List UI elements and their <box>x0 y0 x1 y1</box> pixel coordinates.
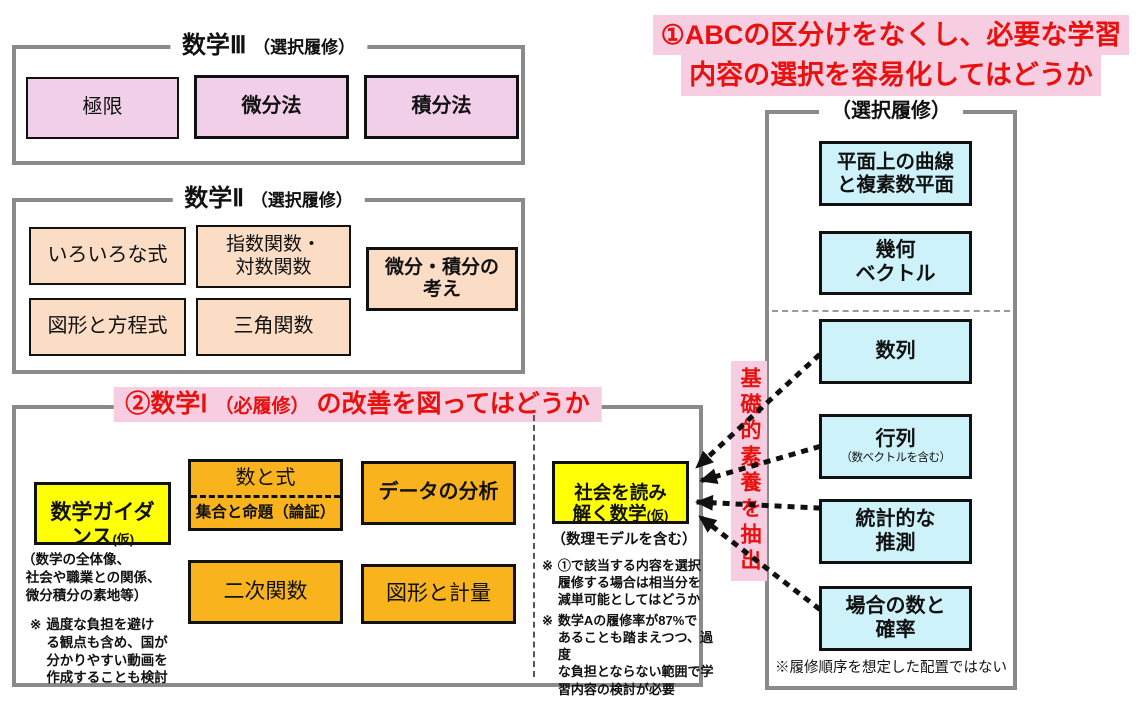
math-guidance-note: ※ 過度な負担を避け る観点も含め、国が 分かりやすい動画を 作成することも検討 <box>30 616 198 687</box>
shakai-note-2: ※ 数学Aの履修率が87%で あることも踏まえつつ、過度 な負担とならない範囲で… <box>542 612 714 698</box>
proposal2-part3: の改善を図ってはどうか <box>316 390 590 418</box>
math1-dashed-divider <box>533 415 535 677</box>
math-guidance-label: 数学ガイダ ンス <box>50 501 155 549</box>
elective-panel-title: （選択履修） <box>819 99 963 123</box>
topic-bibunho: 微分法 <box>194 75 349 139</box>
topic-zukei-hoteishiki: 図形と方程式 <box>29 298 186 356</box>
math2-subtitle: （選択履修） <box>250 191 353 210</box>
note-mark: ※ <box>542 558 553 573</box>
math3-title-text: 数学Ⅲ <box>181 32 247 59</box>
math2-frame: 数学Ⅱ （選択履修） いろいろな式 指数関数・ 対数関数 微分・積分の 考え 図… <box>12 185 525 374</box>
topic-math-guidance: 数学ガイダ ンス(仮) <box>34 482 171 549</box>
topic-heimen-kyokusen: 平面上の曲線 と複素数平面 <box>819 141 972 206</box>
topic-tokei-suisoku: 統計的な 推測 <box>819 499 972 564</box>
math2-title: 数学Ⅱ （選択履修） <box>172 185 365 214</box>
note-mark: ※ <box>30 617 42 632</box>
topic-sankaku-kansu: 三角関数 <box>196 298 351 356</box>
note-text: 過度な負担を避け る観点も含め、国が 分かりやすい動画を 作成することも検討 <box>46 617 168 686</box>
elective-panel-frame: （選択履修） 平面上の曲線 と複素数平面 幾何 ベクトル 数列 行列 （数ベクト… <box>765 99 1017 690</box>
math3-subtitle: （選択履修） <box>253 38 356 57</box>
shakai-sugaku-label: 社会を読み 解く数学 <box>572 481 667 525</box>
proposal1-line1: ①ABCの区分けをなくし、必要な学習 <box>652 15 1130 56</box>
math-guidance-kari: (仮) <box>112 531 135 547</box>
topic-iroirona-shiki: いろいろな式 <box>29 227 186 285</box>
gyoretsu-label: 行列 <box>875 427 916 450</box>
topic-zukei-keiryo: 図形と計量 <box>361 564 516 624</box>
topic-data-bunseki: データの分析 <box>361 461 516 525</box>
topic-suretsu: 数列 <box>819 319 972 384</box>
proposal2-part1: ②数学Ⅰ <box>125 390 208 418</box>
proposal1-line2: 内容の選択を容易化してはどうか <box>681 55 1101 96</box>
proposal2-part2: （必履修） <box>214 396 310 417</box>
topic-shisu-taisu-kansu: 指数関数・ 対数関数 <box>196 225 351 288</box>
shakai-note-1: ※ ①で該当する内容を選択 履修する場合は相当分を 減単可能としてはどうか <box>542 557 712 608</box>
topic-niji-kansu: 二次関数 <box>188 560 343 624</box>
math2-title-text: 数学Ⅱ <box>184 185 245 212</box>
gyoretsu-sub-label: （数ベクトルを含む） <box>840 451 952 464</box>
proposal1-heading: ①ABCの区分けをなくし、必要な学習 内容の選択を容易化してはどうか <box>650 15 1132 96</box>
elective-footnote: ※履修順序を想定した配置ではない <box>775 660 1007 676</box>
topic-kyokugen: 極限 <box>26 77 179 139</box>
note-mark: ※ <box>542 613 553 628</box>
topic-sekibunho: 積分法 <box>364 75 519 139</box>
math3-title: 数学Ⅲ （選択履修） <box>169 32 368 61</box>
proposal2-heading: ②数学Ⅰ （必履修） の改善を図ってはどうか <box>113 387 602 423</box>
kazu-to-shiki-label: 数と式 <box>191 462 340 498</box>
topic-shakai-sugaku: 社会を読み 解く数学(仮) <box>552 461 689 524</box>
topic-bibun-sekibun-kangae: 微分・積分の 考え <box>366 247 518 311</box>
math3-frame: 数学Ⅲ （選択履修） 極限 微分法 積分法 <box>12 32 525 165</box>
topic-kazu-to-shiki: 数と式 集合と命題（論証） <box>188 459 343 531</box>
topic-baai-kakuritsu: 場合の数と 確率 <box>819 586 972 651</box>
topic-gyoretsu: 行列 （数ベクトルを含む） <box>819 414 972 479</box>
basis-extraction-label: 基礎的素養を抽出 <box>731 361 767 581</box>
shugo-meidai-label: 集合と命題（論証） <box>195 503 336 521</box>
topic-kika-vector: 幾何 ベクトル <box>819 231 972 295</box>
note-text: ①で該当する内容を選択 履修する場合は相当分を 減単可能としてはどうか <box>557 558 701 608</box>
math1-frame: ②数学Ⅰ （必履修） の改善を図ってはどうか 数学ガイダ ンス(仮) （数学の全… <box>12 387 714 697</box>
shakai-sugaku-caption: （数理モデルを含む） <box>551 532 697 548</box>
math-guidance-caption: （数学の全体像、 社会や職業との関係、 微分積分の素地等） <box>22 552 161 604</box>
note-text: 数学Aの履修率が87%で あることも踏まえつつ、過度 な負担とならない範囲で学 … <box>557 613 714 697</box>
elective-dashed-divider <box>772 310 1010 312</box>
shakai-sugaku-kari: (仮) <box>646 508 669 524</box>
